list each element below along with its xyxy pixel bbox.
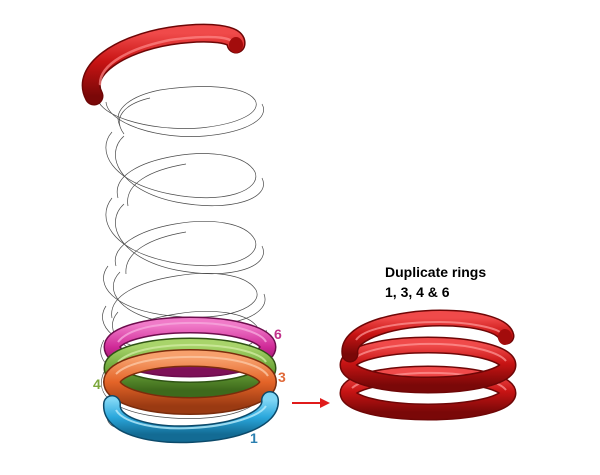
arrow-right-icon bbox=[292, 398, 330, 408]
ring-label-4: 4 bbox=[93, 376, 101, 392]
ring-3 bbox=[103, 349, 277, 415]
wire-coil bbox=[97, 86, 264, 137]
wire-coil bbox=[105, 197, 264, 275]
ring-label-6: 6 bbox=[274, 326, 282, 342]
caption-line-2: 1, 3, 4 & 6 bbox=[385, 284, 450, 300]
duplicated-rings bbox=[339, 309, 517, 421]
caption: Duplicate rings 1, 3, 4 & 6 bbox=[385, 262, 486, 302]
caption-line-1: Duplicate rings bbox=[385, 264, 487, 280]
top-red-coil bbox=[81, 23, 246, 106]
red-ring bbox=[339, 336, 517, 394]
red-ring bbox=[341, 309, 515, 363]
ring-6 bbox=[103, 316, 277, 378]
ring-label-1: 1 bbox=[250, 430, 258, 446]
ring-label-3: 3 bbox=[278, 369, 286, 385]
wire-coil bbox=[105, 131, 264, 207]
ring-1 bbox=[103, 391, 279, 444]
